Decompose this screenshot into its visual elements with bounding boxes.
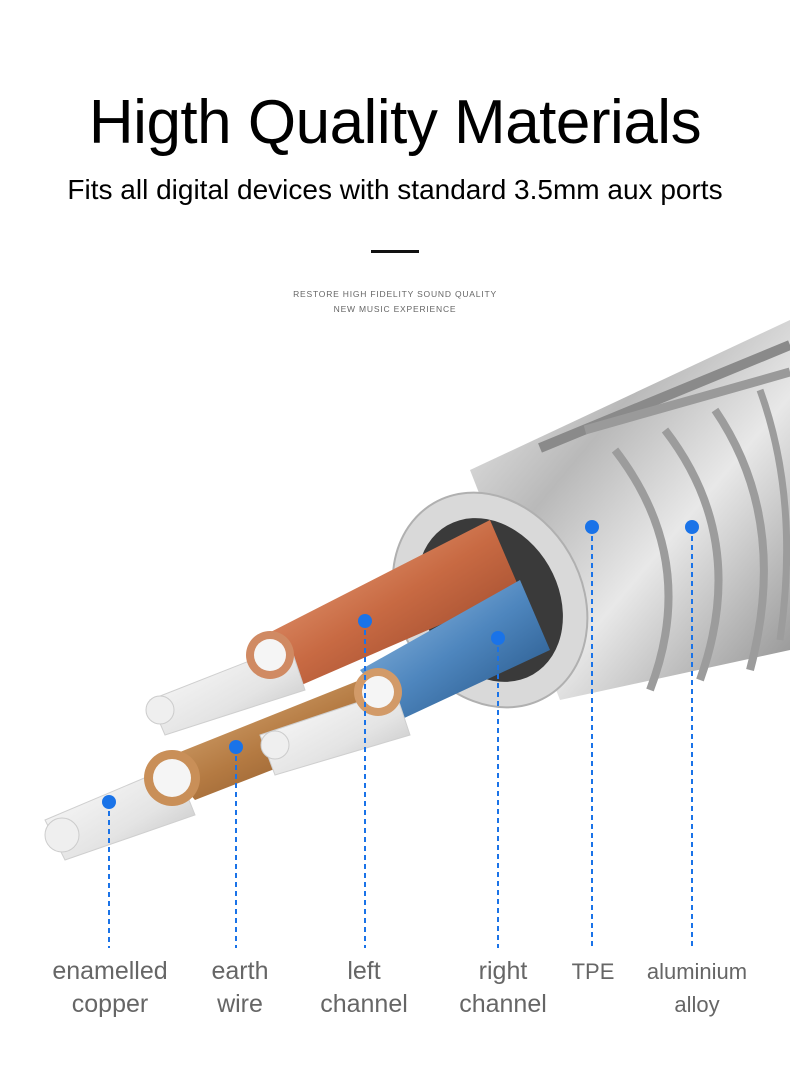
callout-label-line: aluminium: [646, 959, 748, 984]
page-subtitle: Fits all digital devices with standard 3…: [67, 174, 723, 205]
callout-dot-right-channel: [491, 631, 505, 645]
callout-label-line: TPE: [571, 959, 615, 984]
callout-dots: [102, 520, 699, 809]
callout-label-line: right: [478, 957, 528, 985]
callout-label-tpe: TPE: [555, 955, 631, 988]
callout-label-line: enamelled: [52, 957, 168, 985]
callout-label-line: wire: [217, 990, 263, 1018]
tagline-line-1: RESTORE HIGH FIDELITY SOUND QUALITY: [293, 289, 497, 299]
callout-label-earth-wire: earth wire: [185, 955, 295, 1021]
callout-label-line: channel: [459, 990, 547, 1018]
callout-label-line: left: [347, 957, 381, 985]
callout-label-line: alloy: [674, 992, 720, 1017]
callout-label-aluminium-alloy: aluminium alloy: [636, 955, 758, 1021]
callout-dot-left-channel: [358, 614, 372, 628]
callout-dot-earth-wire: [229, 740, 243, 754]
copper-bundle: [255, 520, 520, 690]
page-title: Higth Quality Materials: [88, 88, 702, 157]
callout-dot-enamelled-copper: [102, 795, 116, 809]
tagline-line-2: NEW MUSIC EXPERIENCE: [333, 304, 457, 314]
callout-dot-tpe: [585, 520, 599, 534]
callout-label-left-channel: left channel: [305, 955, 423, 1021]
callout-label-line: copper: [71, 990, 149, 1018]
callout-leaders: [108, 527, 693, 948]
callout-label-line: earth: [211, 957, 269, 985]
callout-label-enamelled-copper: enamelled copper: [40, 955, 180, 1021]
callout-dot-aluminium-alloy: [685, 520, 699, 534]
blue-bundle: [360, 580, 550, 720]
callout-label-line: channel: [320, 990, 408, 1018]
divider: [371, 250, 419, 253]
callout-label-right-channel: right channel: [447, 955, 559, 1021]
